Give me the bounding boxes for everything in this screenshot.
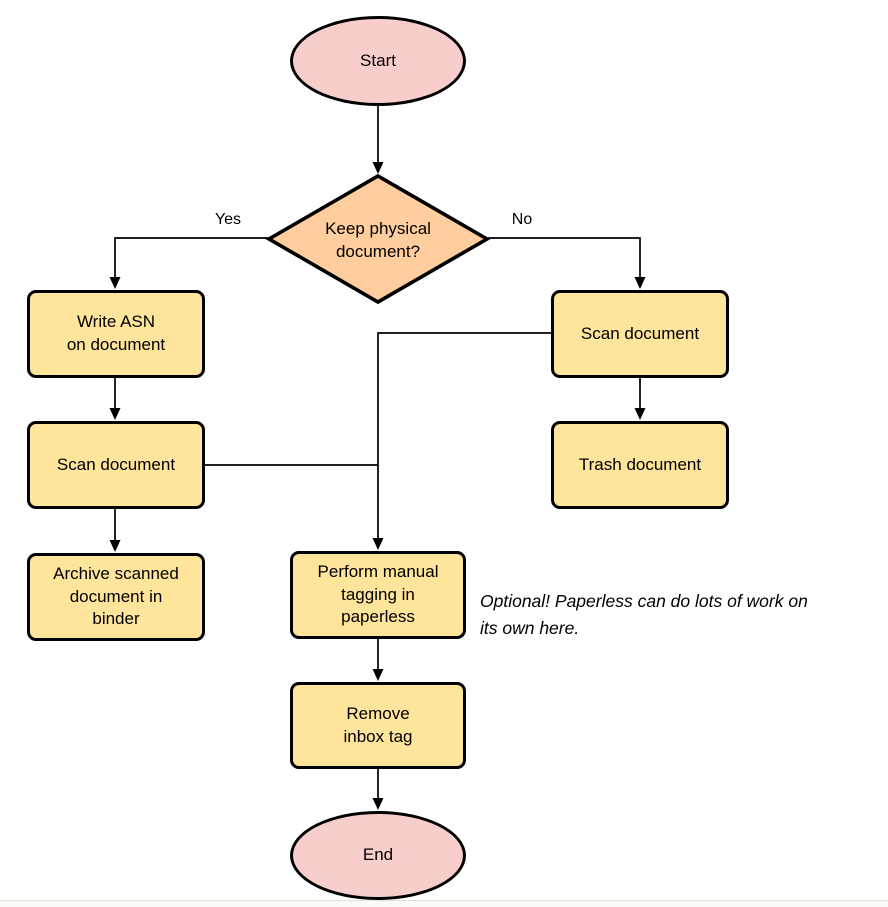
write-asn-node: Write ASN on document <box>27 290 205 378</box>
edge-label-no: No <box>511 211 533 228</box>
arrowhead-write-asn <box>109 277 121 289</box>
arrowhead-scan-keep <box>109 408 121 420</box>
manual-tagging-node: Perform manual tagging in paperless <box>290 551 466 639</box>
scan-document-discard-node: Scan document <box>551 290 729 378</box>
end-node: End <box>290 811 466 900</box>
remove-inbox-tag-node: Remove inbox tag <box>290 682 466 769</box>
arrowhead-scan-discard <box>634 277 646 289</box>
page-bottom-edge <box>0 900 888 907</box>
decision-diamond <box>265 173 491 305</box>
arrowhead-trash <box>634 408 646 420</box>
archive-binder-node: Archive scanned document in binder <box>27 553 205 641</box>
optional-annotation: Optional! Paperless can do lots of work … <box>480 591 808 639</box>
edge-label-yes: Yes <box>214 211 242 228</box>
decision-node-label: Keep physical document? <box>325 219 431 261</box>
start-node: Start <box>290 16 466 106</box>
arrowhead-archive <box>109 540 121 552</box>
arrowhead-remove-inbox <box>372 669 384 681</box>
arrowhead-decision <box>372 162 384 174</box>
edge-scan-discard-to-tagging <box>377 332 551 538</box>
arrowhead-end <box>372 798 384 810</box>
trash-document-node: Trash document <box>551 421 729 509</box>
scan-document-keep-node: Scan document <box>27 421 205 509</box>
edge-decision-to-scan-discard <box>488 237 641 277</box>
edge-decision-to-write-asn <box>114 237 268 277</box>
arrowhead-tagging <box>372 538 384 550</box>
